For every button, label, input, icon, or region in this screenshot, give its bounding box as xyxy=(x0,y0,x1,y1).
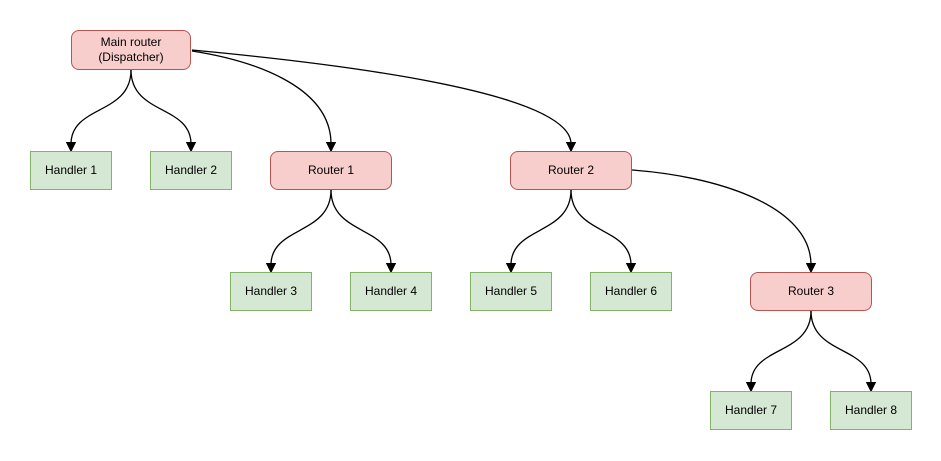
edge-main-to-router-2 xyxy=(191,49,577,153)
edge-router-3-to-handler-7 xyxy=(745,310,812,393)
edge-router-1-to-handler-4 xyxy=(330,189,397,274)
edge-router-2-to-handler-6 xyxy=(570,189,637,274)
edge-router-1-to-handler-3 xyxy=(265,189,332,274)
node-main-router[interactable]: Main router (Dispatcher) xyxy=(71,30,191,70)
node-router-1[interactable]: Router 1 xyxy=(270,151,392,190)
node-handler-5[interactable]: Handler 5 xyxy=(470,272,552,311)
node-handler-4[interactable]: Handler 4 xyxy=(350,272,432,311)
node-router-2[interactable]: Router 2 xyxy=(510,151,632,190)
node-handler-6[interactable]: Handler 6 xyxy=(590,272,672,311)
edge-router-2-to-handler-5 xyxy=(505,189,572,274)
edge-main-to-router-1 xyxy=(191,50,337,153)
edge-main-to-handler-1 xyxy=(65,69,132,153)
node-handler-1[interactable]: Handler 1 xyxy=(30,151,112,190)
edge-router-2-to-router-3 xyxy=(631,169,817,274)
edge-router-3-to-handler-8 xyxy=(810,310,877,393)
edge-main-to-handler-2 xyxy=(130,69,197,153)
node-handler-3[interactable]: Handler 3 xyxy=(230,272,312,311)
node-handler-8[interactable]: Handler 8 xyxy=(830,391,912,430)
node-router-3[interactable]: Router 3 xyxy=(750,272,872,311)
node-handler-2[interactable]: Handler 2 xyxy=(150,151,232,190)
node-handler-7[interactable]: Handler 7 xyxy=(710,391,792,430)
